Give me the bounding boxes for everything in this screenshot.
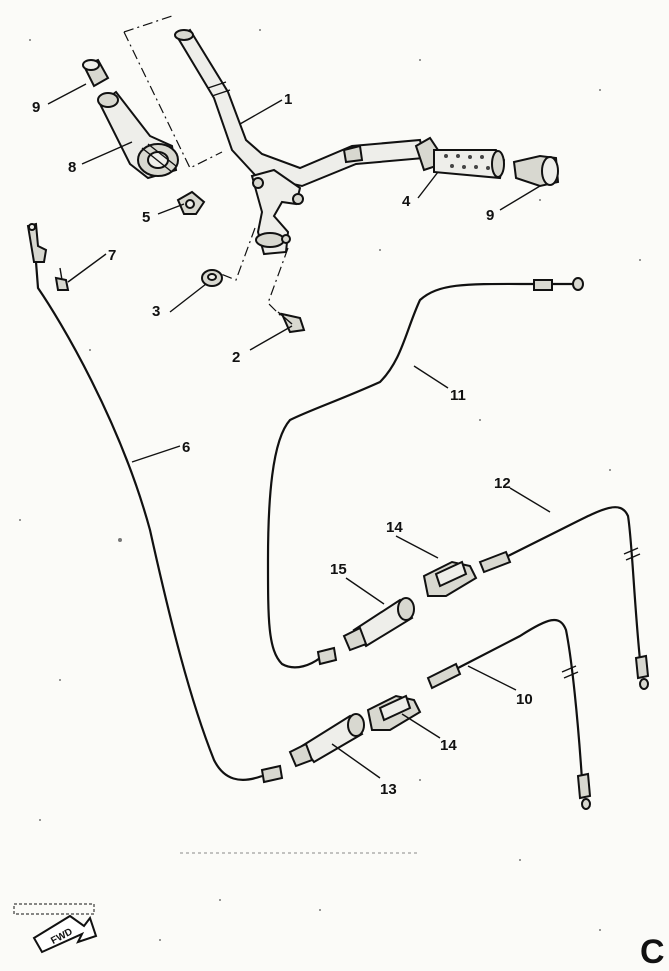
page-section-letter: C <box>640 933 665 971</box>
cable-splitter-upper <box>422 560 478 597</box>
callout-10: 10 <box>516 691 533 708</box>
cable-sleeve-upper <box>342 597 415 652</box>
callout-14-upper: 14 <box>386 519 403 536</box>
cable-lower-right <box>426 619 592 810</box>
callout-4: 4 <box>402 193 411 210</box>
nut <box>201 269 223 287</box>
callout-15: 15 <box>330 561 347 578</box>
handlebar <box>174 28 426 256</box>
callout-1: 1 <box>284 91 292 108</box>
callout-12: 12 <box>494 475 511 492</box>
callout-7: 7 <box>108 247 116 264</box>
brake-cable-rear <box>266 277 584 669</box>
callout-11: 11 <box>450 387 466 404</box>
paper-speckles <box>19 29 641 941</box>
bar-end-weight-right <box>512 154 560 188</box>
left-grip <box>97 90 179 180</box>
callout-3: 3 <box>152 303 160 320</box>
callout-9-left: 9 <box>32 99 40 116</box>
callout-8: 8 <box>68 159 76 176</box>
cable-splitter-lower <box>366 694 422 731</box>
cable-sleeve-lower <box>288 713 365 768</box>
clamp <box>176 190 206 215</box>
bolt <box>277 311 306 334</box>
callout-labels: 1 2 3 4 5 6 7 8 9 9 10 11 12 13 14 14 15 <box>32 91 533 798</box>
brake-cable-front <box>26 222 284 784</box>
callout-14-lower: 14 <box>440 737 457 754</box>
throttle-grip <box>414 136 506 180</box>
callout-13: 13 <box>380 781 397 798</box>
cable-upper-right <box>478 506 650 690</box>
screw <box>54 267 70 291</box>
bar-end-weight-left <box>82 58 110 88</box>
forward-arrow-badge: FWD <box>13 903 98 954</box>
callout-5: 5 <box>142 209 150 226</box>
callout-6: 6 <box>182 439 190 456</box>
callout-2: 2 <box>232 349 240 366</box>
assembly-guide-lines <box>123 15 289 319</box>
callout-9-right: 9 <box>486 207 494 224</box>
callout-leaders <box>47 83 551 779</box>
